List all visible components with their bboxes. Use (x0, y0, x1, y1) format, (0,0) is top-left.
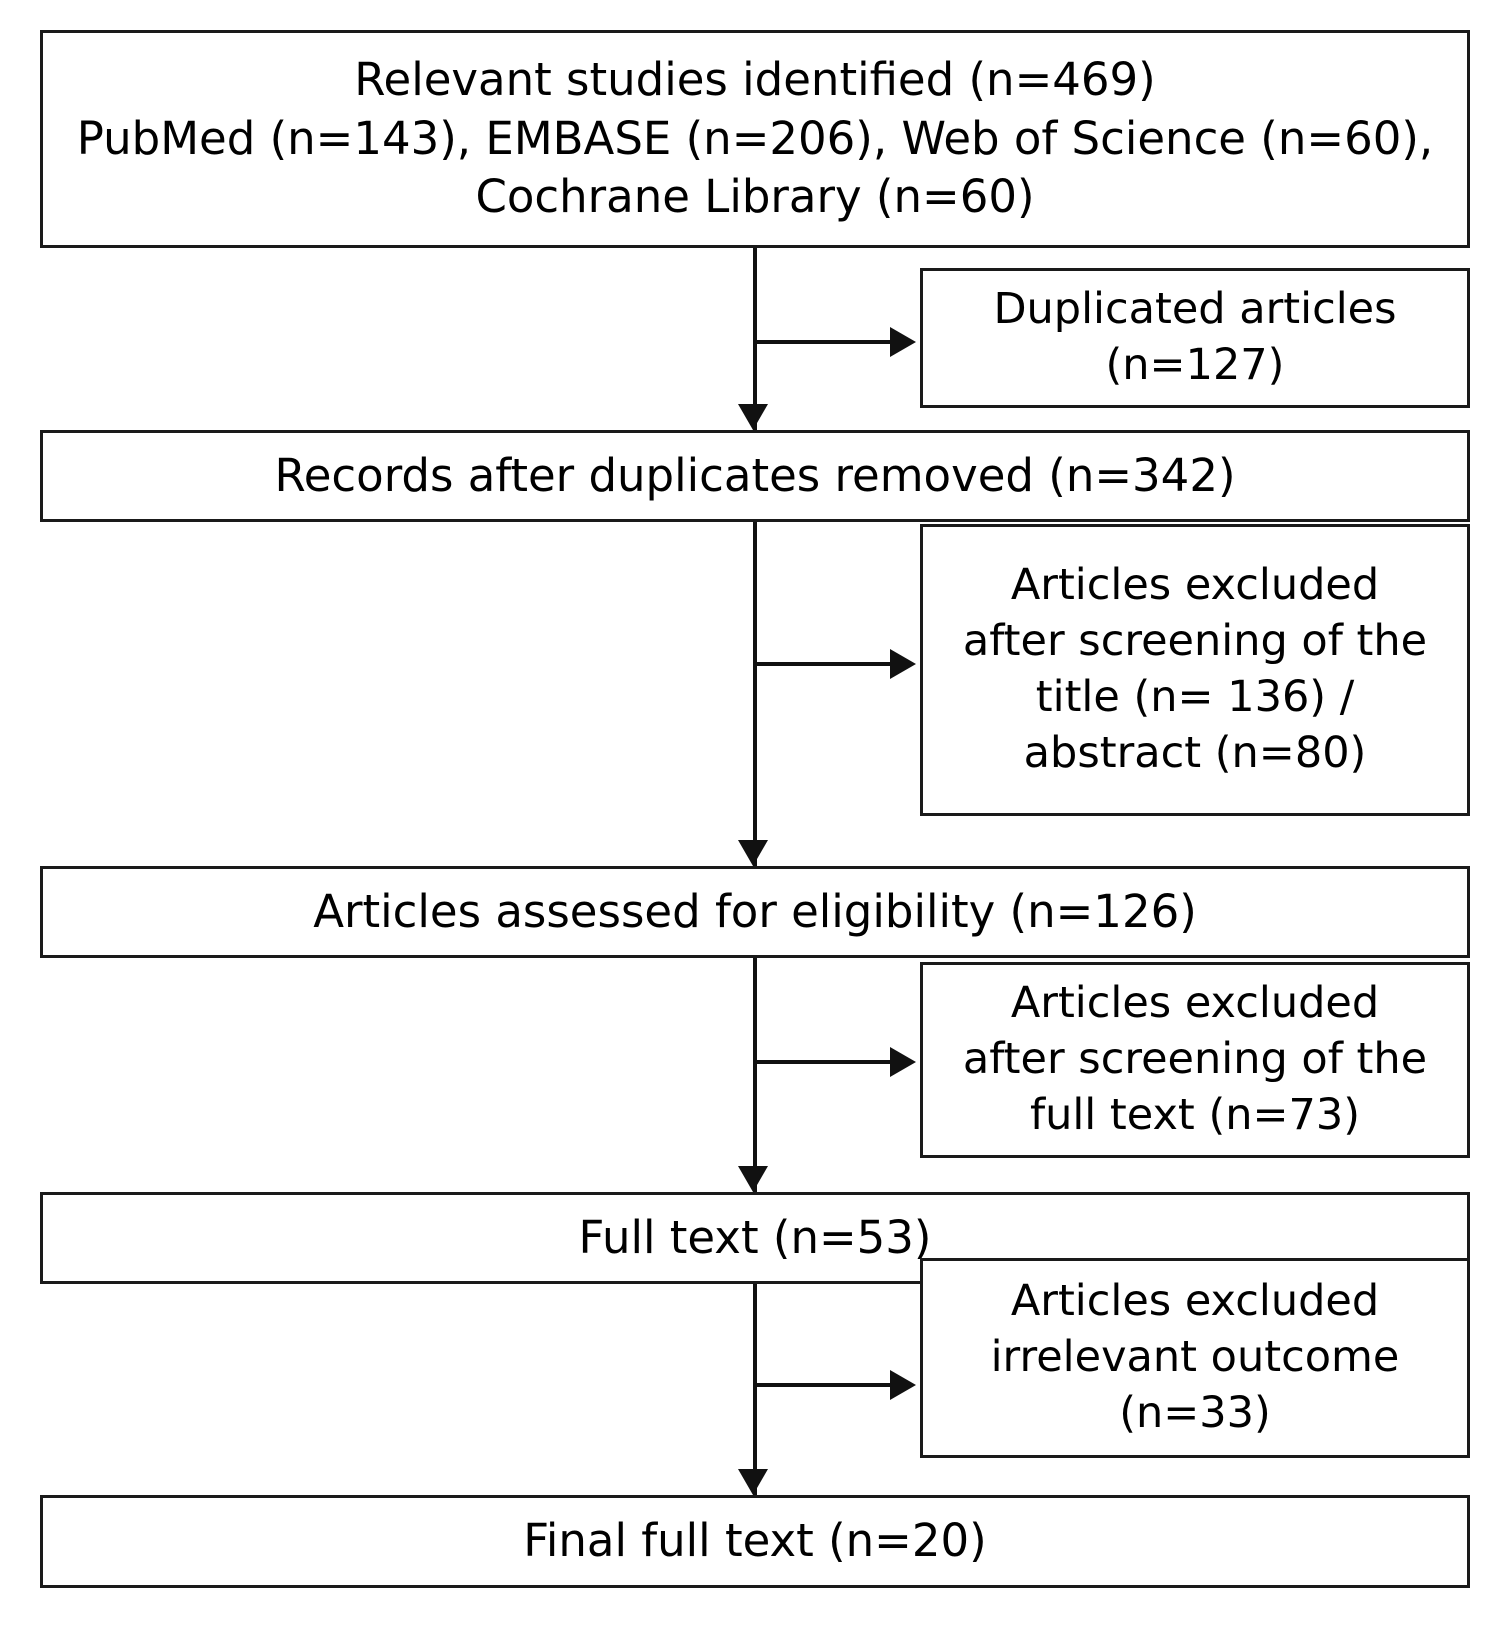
node-excluded-title-abstract-label: Articles excluded after screening of the… (962, 560, 1428, 778)
node-articles-assessed-eligibility-label: Articles assessed for eligibility (n=126… (313, 884, 1197, 938)
node-relevant-studies-identified-label: Relevant studies identified (n=469) PubM… (76, 53, 1434, 224)
node-excluded-full-text: Articles excluded after screening of the… (920, 962, 1470, 1158)
arrowhead-down-to-after-duplicates (738, 404, 768, 430)
connector-identified-to-after-duplicates (753, 248, 757, 430)
arrowhead-down-to-full-text (738, 1166, 768, 1192)
connector-to-excluded-irrelevant (753, 1383, 893, 1387)
node-duplicated-articles-label: Duplicated articles (n=127) (993, 284, 1397, 390)
node-articles-assessed-eligibility: Articles assessed for eligibility (n=126… (40, 866, 1470, 958)
node-final-full-text-label: Final full text (n=20) (523, 1514, 987, 1568)
arrowhead-down-to-final (738, 1469, 768, 1495)
node-final-full-text: Final full text (n=20) (40, 1495, 1470, 1588)
connector-to-duplicates (753, 340, 893, 344)
node-records-after-duplicates-label: Records after duplicates removed (n=342) (274, 448, 1236, 502)
node-records-after-duplicates: Records after duplicates removed (n=342) (40, 430, 1470, 522)
arrowhead-right-to-duplicates (890, 327, 916, 357)
node-full-text-label: Full text (n=53) (578, 1210, 932, 1264)
node-excluded-irrelevant-outcome: Articles excluded irrelevant outcome (n=… (920, 1258, 1470, 1458)
arrowhead-right-to-excluded-irrelevant (890, 1370, 916, 1400)
connector-full-text-to-final (753, 1284, 757, 1495)
node-excluded-title-abstract: Articles excluded after screening of the… (920, 524, 1470, 816)
connector-to-excluded-full-text (753, 1060, 893, 1064)
node-full-text: Full text (n=53) (40, 1192, 1470, 1284)
node-excluded-irrelevant-outcome-label: Articles excluded irrelevant outcome (n=… (990, 1276, 1400, 1438)
node-relevant-studies-identified: Relevant studies identified (n=469) PubM… (40, 30, 1470, 248)
connector-to-excluded-title-abstract (753, 662, 893, 666)
arrowhead-down-to-eligibility (738, 840, 768, 866)
node-excluded-full-text-label: Articles excluded after screening of the… (962, 978, 1428, 1140)
connector-after-duplicates-to-eligibility (753, 522, 757, 866)
arrowhead-right-to-excluded-full-text (890, 1047, 916, 1077)
node-duplicated-articles: Duplicated articles (n=127) (920, 268, 1470, 408)
connector-eligibility-to-full-text (753, 958, 757, 1192)
arrowhead-right-to-excluded-title-abstract (890, 649, 916, 679)
